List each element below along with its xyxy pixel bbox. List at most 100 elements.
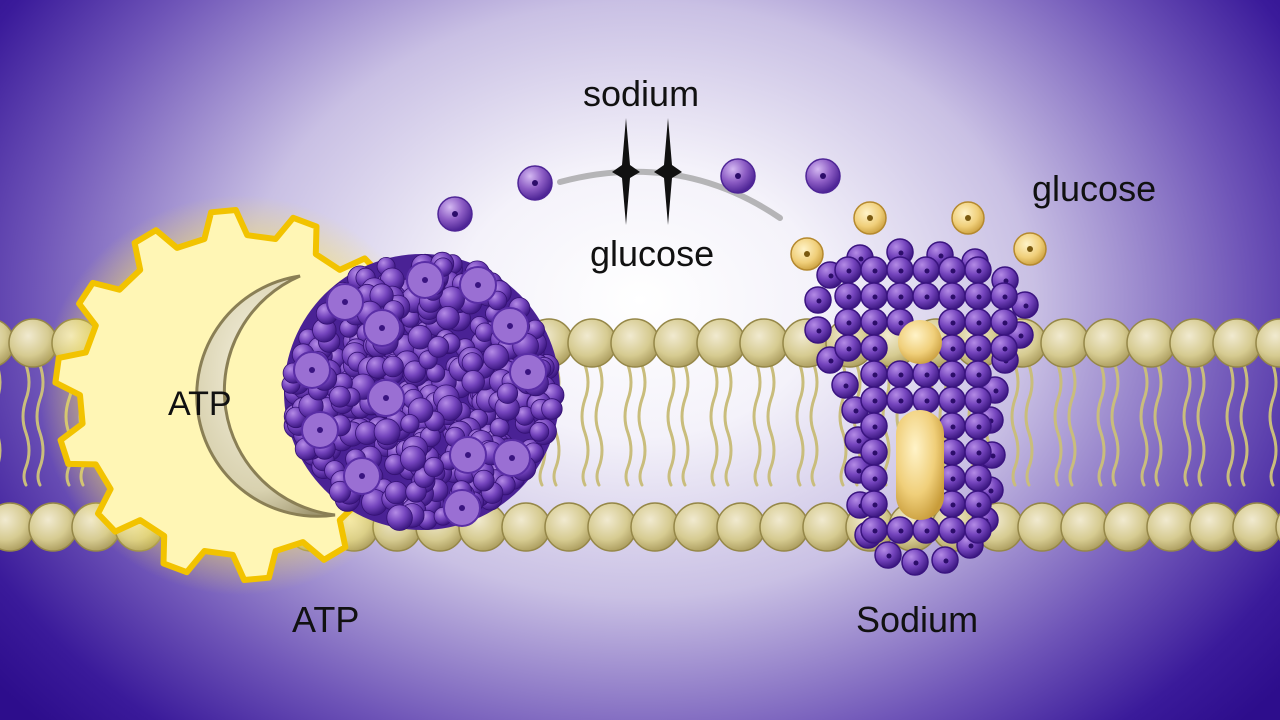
lipid-tail: [809, 363, 819, 487]
protein-bead: [373, 418, 401, 446]
transporter-bead-core: [976, 528, 982, 534]
lipid-tail: [666, 363, 676, 487]
lipid-head: [630, 502, 680, 552]
label-glucose-mid: glucose: [590, 233, 715, 274]
protein-bead: [329, 480, 351, 503]
protein-bead: [435, 305, 460, 330]
protein-bead: [529, 421, 550, 442]
lipid-tail: [1010, 363, 1020, 487]
transporter-bead-core: [856, 468, 862, 474]
lipid-tail: [752, 363, 762, 487]
transporter-bead-core: [976, 268, 982, 274]
lipid-head: [567, 318, 617, 368]
transporter-bead-core: [898, 320, 904, 326]
lipid-head: [739, 318, 789, 368]
transporter-bead-core: [976, 398, 982, 404]
transporter-bead-core: [924, 528, 930, 534]
protein-bead: [436, 395, 463, 421]
transporter-bead-core: [846, 294, 852, 300]
pump-protein-sites: [293, 261, 547, 527]
glucose-molecule-core: [965, 215, 971, 221]
lipid-tail: [1053, 363, 1063, 487]
lipid-tail: [723, 363, 733, 487]
transporter-bead-core: [1003, 278, 1009, 284]
lipid-tail: [1067, 363, 1077, 487]
protein-bead: [407, 324, 433, 350]
transporter-bead-core: [1023, 303, 1029, 309]
transporter-bead-core: [872, 424, 878, 430]
transporter-bead-core: [913, 560, 919, 566]
transporter-bead-core: [988, 488, 994, 494]
protein-site-core: [317, 427, 323, 433]
lipid-head: [802, 502, 852, 552]
lipid-head: [28, 502, 78, 552]
transporter-bead-core: [976, 476, 982, 482]
lipid-head: [1083, 318, 1133, 368]
transporter-bead-core: [950, 294, 956, 300]
lipid-head: [1275, 512, 1280, 542]
transporter-bead-core: [976, 450, 982, 456]
transporter-bead-core: [846, 346, 852, 352]
lipid-tail: [680, 363, 690, 487]
transporter-bead-core: [950, 502, 956, 508]
lipid-head: [1103, 502, 1153, 552]
transporter-bead-core: [872, 268, 878, 274]
label-glucose-right: glucose: [1032, 168, 1157, 209]
transporter-bead-core: [843, 383, 849, 389]
lipid-head: [1232, 502, 1280, 552]
glucose-molecule-core: [804, 251, 810, 257]
transporter-bead-core: [856, 438, 862, 444]
protein-bead: [461, 370, 485, 394]
transporter-bead-core: [976, 372, 982, 378]
lipid-tail: [580, 363, 590, 487]
transporter-bead-core: [950, 424, 956, 430]
lipid-head: [673, 502, 723, 552]
protein-site-core: [509, 455, 515, 461]
transporter-bead-core: [886, 553, 892, 559]
transporter-bead-core: [976, 346, 982, 352]
label-atp-bottom: ATP: [292, 599, 360, 640]
protein-site-core: [459, 505, 465, 511]
transporter-bead-core: [828, 358, 834, 364]
sodium-ion-core: [735, 173, 741, 179]
protein-bead: [369, 283, 394, 308]
transporter-bead-core: [950, 346, 956, 352]
transporter-bead-core: [950, 372, 956, 378]
lipid-tail: [766, 363, 776, 487]
protein-bead: [482, 343, 509, 370]
transporter-bead-core: [976, 320, 982, 326]
transporter-bead-core: [846, 320, 852, 326]
protein-site-core: [507, 323, 513, 329]
sodium-ion-core: [820, 173, 826, 179]
transporter-bead-core: [1002, 320, 1008, 326]
lipid-head: [544, 502, 594, 552]
lipid-tail: [1153, 363, 1163, 487]
lipid-tail: [1268, 363, 1278, 487]
protein-site-core: [383, 395, 389, 401]
transporter-bead-core: [976, 502, 982, 508]
lipid-tail: [709, 363, 719, 487]
transporter-bead-core: [950, 398, 956, 404]
label-sodium-bottom: Sodium: [856, 599, 979, 640]
lipid-tail: [594, 363, 604, 487]
lipid-tail: [1196, 363, 1206, 487]
transporter-bead-core: [924, 398, 930, 404]
transporter-pore-top: [898, 320, 942, 364]
label-sodium-top: sodium: [583, 73, 700, 114]
protein-site-core: [342, 299, 348, 305]
lipid-head: [1060, 502, 1110, 552]
transporter-bead-core: [853, 408, 859, 414]
lipid-head: [1017, 502, 1067, 552]
glucose-molecules: [790, 201, 1047, 271]
protein-bead: [400, 414, 420, 434]
lipid-head: [587, 502, 637, 552]
transporter-bead-core: [828, 273, 834, 279]
lipid-head: [1126, 318, 1176, 368]
lipid-head: [1169, 318, 1219, 368]
transporter-bead-core: [872, 320, 878, 326]
transporter-bead-core: [898, 268, 904, 274]
lipid-tail: [1110, 363, 1120, 487]
lipid-head: [501, 502, 551, 552]
transporter-bead-core: [872, 528, 878, 534]
lipid-tail: [1182, 363, 1192, 487]
